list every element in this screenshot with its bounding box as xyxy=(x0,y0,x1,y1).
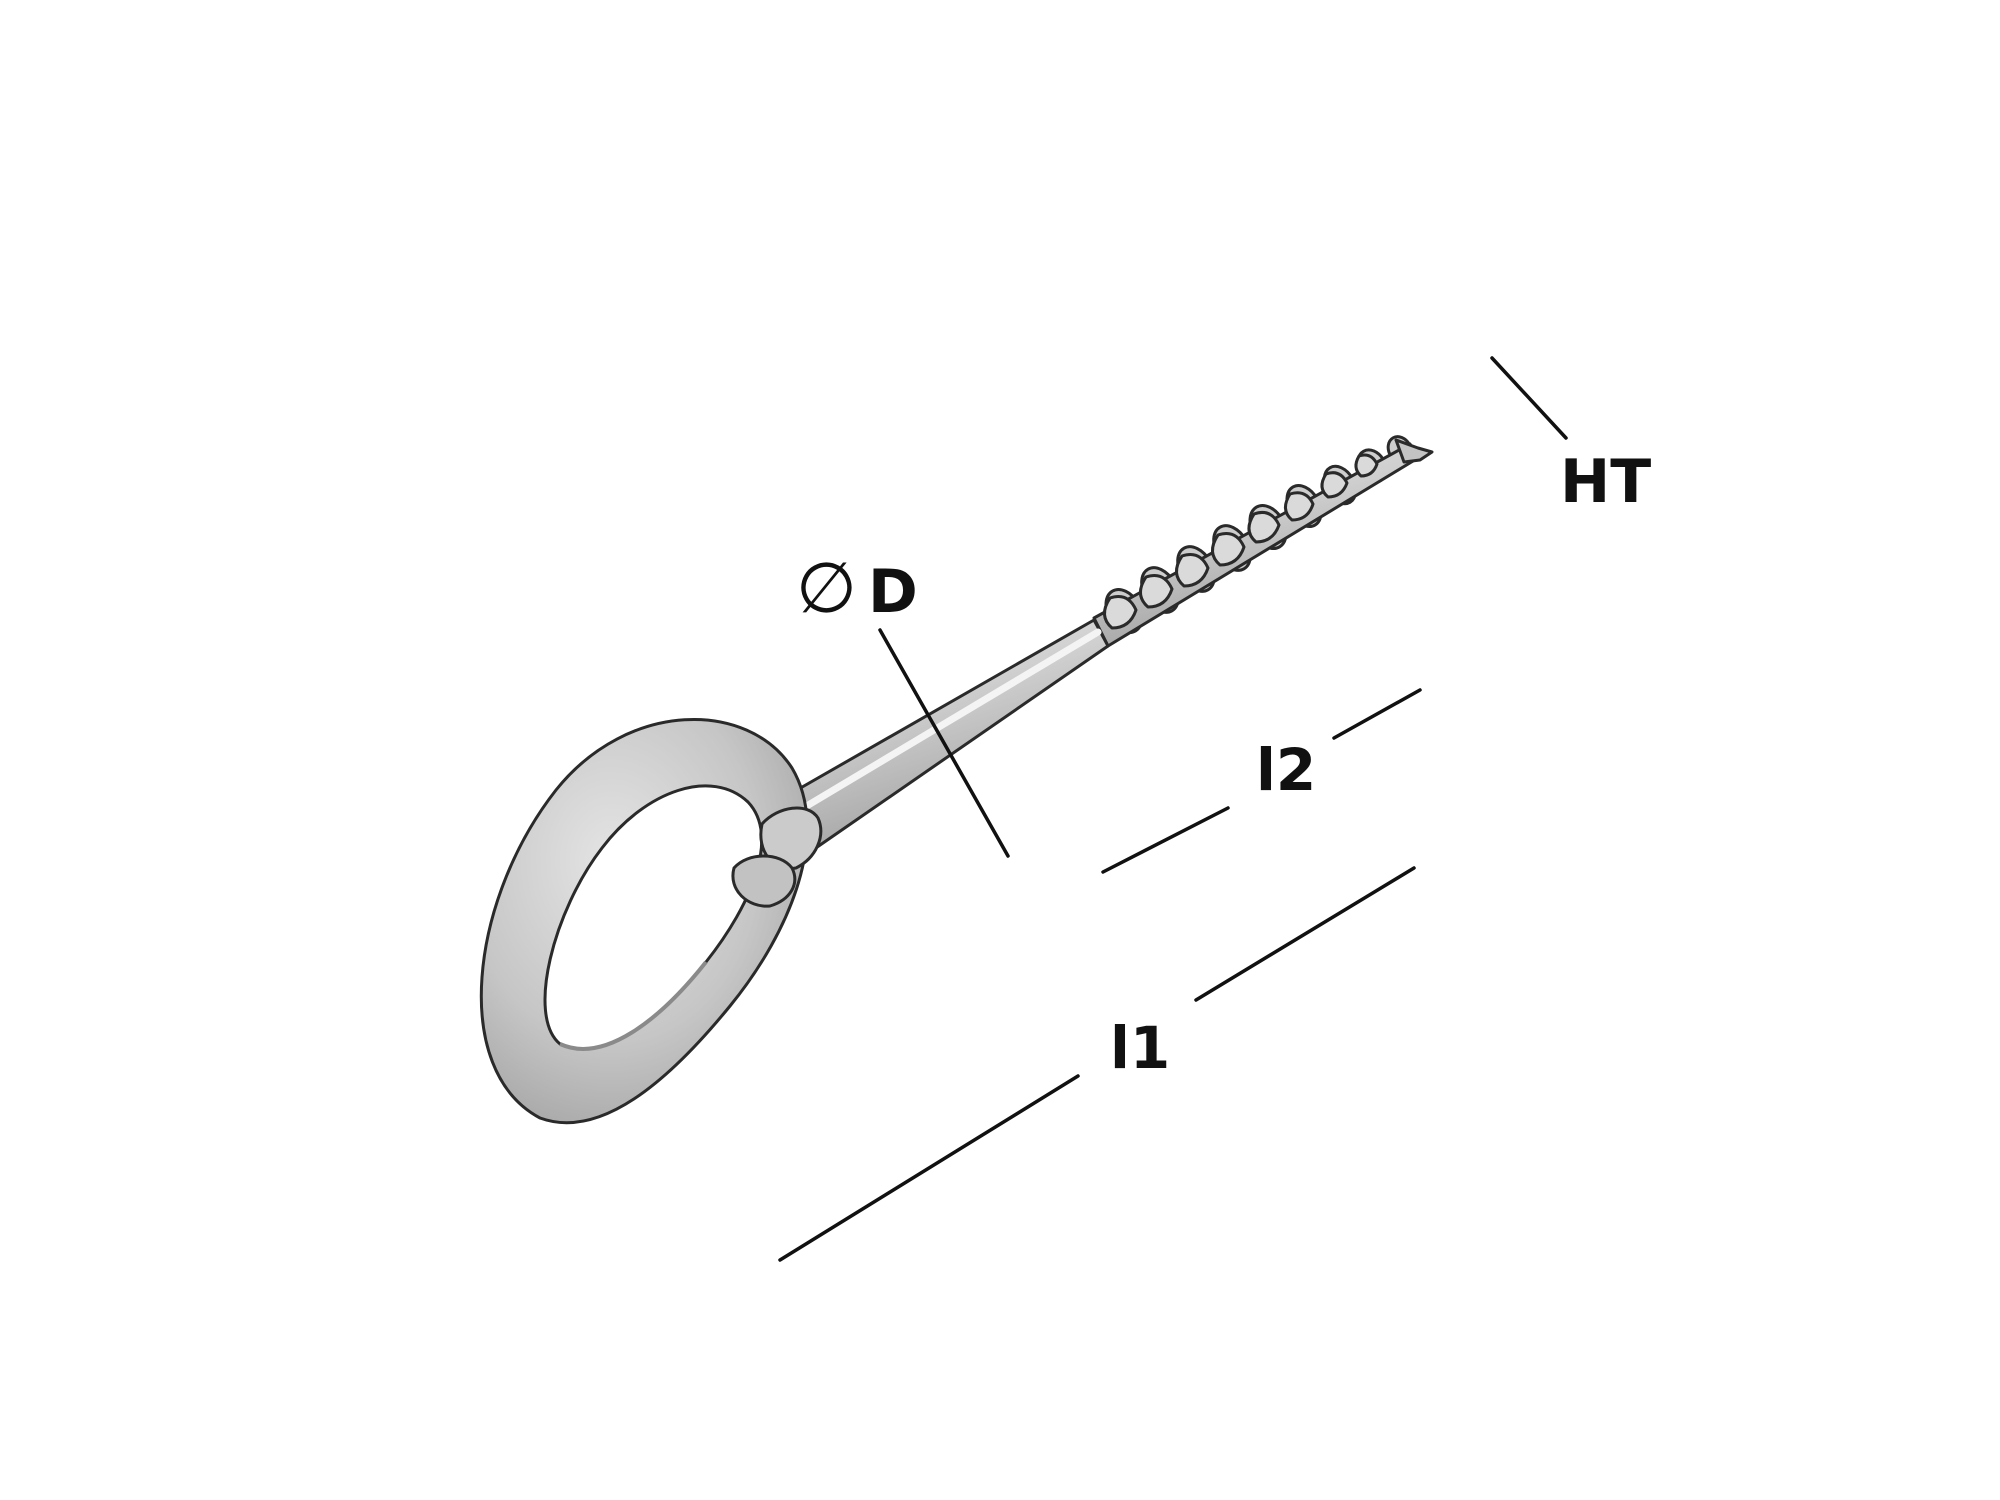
thread-length-label: l2 xyxy=(1256,736,1316,804)
l2-dim-line-left xyxy=(1101,806,1230,874)
dimension-lines xyxy=(778,356,1568,1262)
thread-crests xyxy=(1103,453,1379,630)
diameter-symbol: ∅ xyxy=(796,547,857,629)
total-length-label: l1 xyxy=(1110,1014,1170,1082)
l1-dim-line-left xyxy=(778,1074,1080,1262)
eye-ring-inner-shadow xyxy=(559,960,708,1051)
dimension-labels: HT ∅ D l2 l1 xyxy=(796,447,1651,1082)
thread-type-label: HT xyxy=(1560,447,1651,517)
eye-ring-end xyxy=(731,854,797,908)
shank-highlight xyxy=(796,628,1102,814)
diameter-leader-line xyxy=(878,628,1010,858)
l1-dim-line-right xyxy=(1194,866,1416,1002)
eye-ring xyxy=(479,718,809,1125)
screw-tip xyxy=(1394,438,1434,464)
l2-dim-line-right xyxy=(1332,688,1422,740)
screw-eye-icon xyxy=(479,435,1434,1125)
ht-leader-line xyxy=(1490,356,1568,440)
diameter-label: D xyxy=(868,557,918,627)
